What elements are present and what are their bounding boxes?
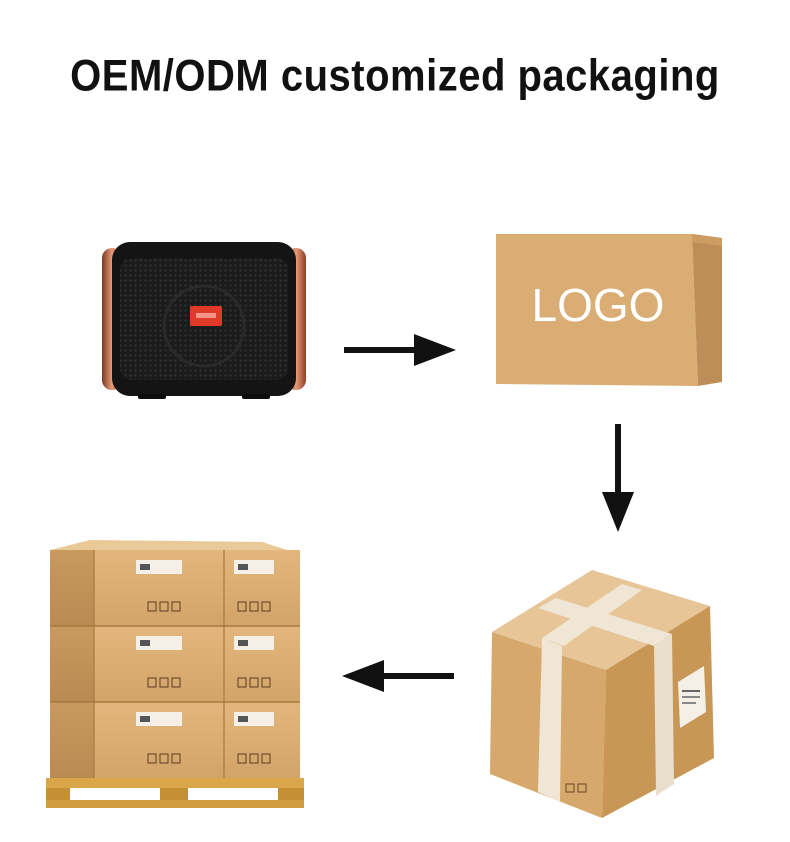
arrow-right-icon xyxy=(344,330,456,370)
arrow-left-icon xyxy=(342,656,454,696)
arrow-down-icon xyxy=(598,424,638,532)
shipping-carton xyxy=(482,562,728,822)
pallet-of-cartons xyxy=(44,536,306,812)
product-box: LOGO xyxy=(490,228,730,390)
logo-text: LOGO xyxy=(532,279,665,331)
page-title: OEM/ODM customized packaging xyxy=(70,51,720,101)
speaker-image xyxy=(98,238,310,400)
